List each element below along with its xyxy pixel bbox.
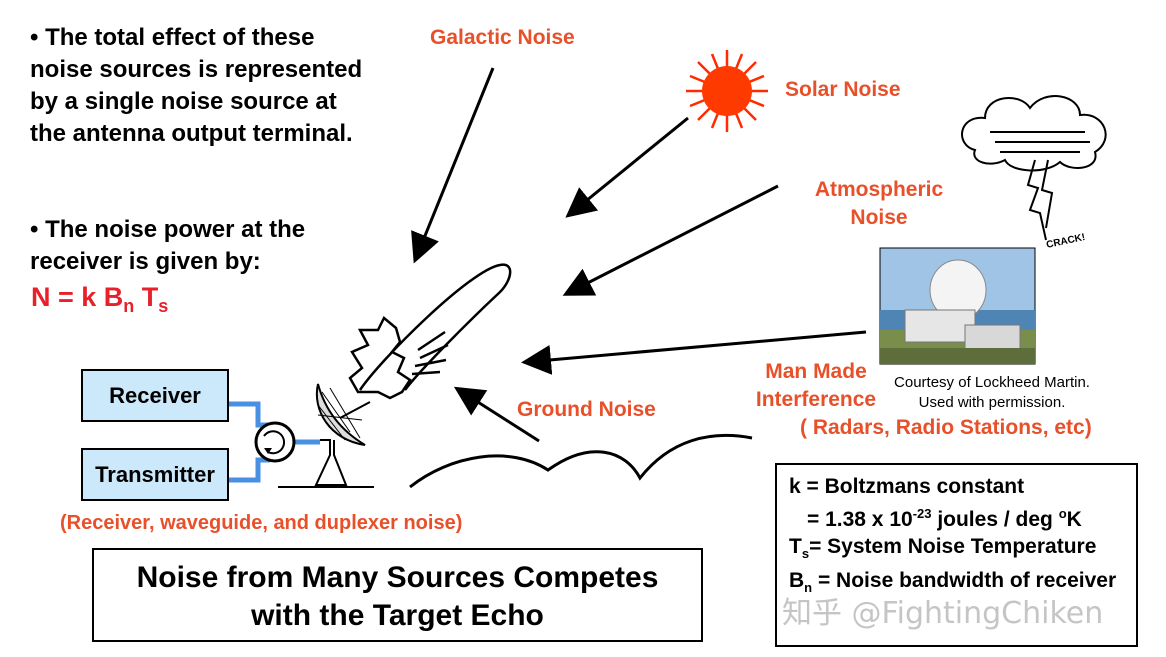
radars-label: ( Radars, Radio Stations, etc) [800,416,1092,439]
receiver-noise-label: (Receiver, waveguide, and duplexer noise… [60,512,463,534]
bullet-total-effect: • The total effect of these noise source… [30,24,363,147]
crack-text: CRACK! [1045,232,1086,251]
atmospheric-noise-label: Atmospheric Noise [814,178,944,229]
circulator-icon [254,421,296,463]
legend-k-line: k = Boltzmans constant [789,475,1025,498]
galactic-noise-label: Galactic Noise [430,26,575,49]
watermark: 知乎 @FightingChiken [782,596,1104,631]
receiver-box: Receiver [81,369,229,422]
caption-line-1: Noise from Many Sources Competes [136,561,659,594]
caption-box: Noise from Many Sources Competes with th… [92,548,703,642]
ground-noise-label: Ground Noise [517,398,656,421]
courtesy-line-1: Courtesy of Lockheed Martin. [894,374,1090,391]
caption-line-2: with the Target Echo [251,599,544,632]
man-made-interference-label: Man Made Interference [755,360,877,411]
legend-bn: Bn = Noise bandwidth of receiver [789,569,1117,596]
storm-cloud-icon [961,95,1107,241]
legend-k-value: = 1.38 x 10-23 joules / deg oK [807,506,1082,531]
constants-legend: k = Boltzmans constant = 1.38 x 10-23 jo… [775,463,1138,647]
antenna-beam-icon [348,263,512,400]
sun-icon [686,50,768,132]
solar-noise-label: Solar Noise [785,78,901,101]
ground-hills [409,434,753,489]
dish-antenna-icon [278,383,374,488]
courtesy-line-2: Used with permission. [918,394,1066,411]
noise-arrows [411,67,867,443]
legend-ts: Ts= System Noise Temperature [789,535,1097,562]
transmitter-box: Transmitter [81,448,229,501]
bullet-noise-power: • The noise power at the receiver is giv… [30,216,306,275]
radar-photo [879,247,1036,365]
noise-equation: N = k Bn Ts [31,282,169,316]
